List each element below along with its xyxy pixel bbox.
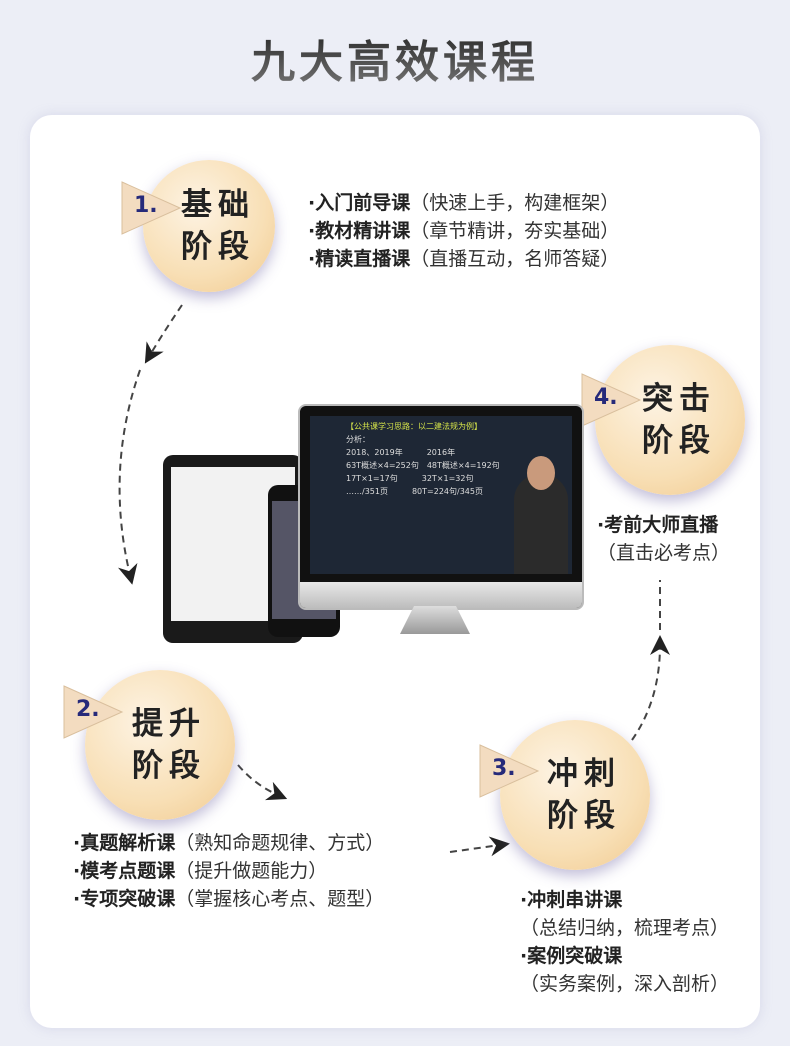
stage-2-number: 2.: [76, 697, 100, 722]
course-name: ·考前大师直播: [597, 514, 719, 536]
stage-1-circle: 基础 阶段: [143, 160, 275, 292]
course-desc: （总结归纳，梳理考点）: [520, 917, 730, 939]
screen-line: 2018、2019年 2016年: [346, 448, 456, 457]
monitor-screen: 【公共课学习思路：以二建法规为例】 分析： 2018、2019年 2016年 6…: [310, 416, 572, 574]
course-desc: （实务案例，深入剖析）: [520, 973, 730, 995]
screen-line: 分析：: [346, 435, 370, 444]
stage-4-circle: 突击 阶段: [595, 345, 745, 495]
screen-heading: 【公共课学习思路：以二建法规为例】: [346, 422, 482, 431]
course-desc: （熟知命题规律、方式）: [175, 832, 385, 854]
screen-line: ……/351页 80T=224句/345页: [346, 487, 483, 496]
course-desc: （提升做题能力）: [175, 860, 328, 882]
course-desc: （快速上手，构建框架）: [410, 192, 620, 214]
stage-3-courses: ·冲刺串讲课 （总结归纳，梳理考点） ·案例突破课 （实务案例，深入剖析）: [520, 886, 729, 998]
screen-line: 17T×1=17句 32T×1=32句: [346, 474, 474, 483]
stage-3-title: 冲刺: [547, 756, 621, 792]
stage-1-number: 1.: [134, 193, 158, 218]
stage-2-circle: 提升 阶段: [85, 670, 235, 820]
course-item: ·真题解析课（熟知命题规律、方式）: [73, 829, 384, 857]
desktop-monitor: 【公共课学习思路：以二建法规为例】 分析： 2018、2019年 2016年 6…: [298, 404, 584, 610]
course-name: ·入门前导课: [308, 192, 411, 214]
stage-2-courses: ·真题解析课（熟知命题规律、方式） ·模考点题课（提升做题能力） ·专项突破课（…: [73, 829, 384, 913]
triangle-badge-icon: [121, 181, 182, 235]
course-name: ·教材精讲课: [308, 220, 411, 242]
stage-4-subtitle: 阶段: [642, 423, 716, 459]
arrow-to-stage-2: [117, 369, 141, 585]
arrow-to-stage-3: [449, 836, 510, 857]
triangle-badge-icon: [581, 373, 642, 427]
course-name: ·冲刺串讲课: [520, 889, 623, 911]
course-item: ·专项突破课（掌握核心考点、题型）: [73, 885, 384, 913]
device-mockup: 【公共课学习思路：以二建法规为例】 分析： 2018、2019年 2016年 6…: [160, 400, 590, 650]
arrow-stage-2-to-text: [237, 764, 288, 801]
monitor-chin: [300, 582, 582, 608]
stage-1-courses: ·入门前导课（快速上手，构建框架） ·教材精讲课（章节精讲，夯实基础） ·精读直…: [308, 189, 619, 273]
course-desc: （直击必考点）: [597, 542, 731, 564]
stage-2-subtitle: 阶段: [132, 748, 206, 784]
course-name: ·案例突破课: [520, 945, 623, 967]
lecturer-image: [514, 474, 568, 574]
stage-4-title: 突击: [642, 381, 716, 417]
stage-1-subtitle: 阶段: [181, 229, 255, 265]
triangle-badge-icon: [63, 685, 124, 739]
stage-3-circle: 冲刺 阶段: [500, 720, 650, 870]
stage-4-courses: ·考前大师直播 （直击必考点）: [597, 511, 730, 567]
course-name: ·专项突破课: [73, 888, 176, 910]
triangle-badge-icon: [479, 744, 540, 798]
arrow-1-to-device: [144, 304, 183, 364]
monitor-stand: [400, 606, 470, 634]
arrow-stage-3-to-4: [631, 635, 670, 741]
course-desc: （直播互动，名师答疑）: [410, 248, 620, 270]
course-desc: （掌握核心考点、题型）: [175, 888, 385, 910]
course-item: ·精读直播课（直播互动，名师答疑）: [308, 245, 619, 273]
course-name: ·精读直播课: [308, 248, 411, 270]
stage-2-title: 提升: [132, 706, 206, 742]
page-title: 九大高效课程: [0, 26, 790, 90]
course-item: ·教材精讲课（章节精讲，夯实基础）: [308, 217, 619, 245]
stage-3-number: 3.: [492, 756, 516, 781]
stage-1-badge: 1.: [120, 180, 182, 236]
stage-4-number: 4.: [594, 385, 618, 410]
stage-3-badge: 3.: [478, 743, 540, 799]
stage-1-title: 基础: [181, 187, 255, 223]
stage-4-badge: 4.: [580, 372, 642, 428]
lecturer-head: [527, 456, 555, 490]
stage-2-badge: 2.: [62, 684, 124, 740]
screen-line: 63T概述×4=252句 48T概述×4=192句: [346, 461, 500, 470]
stage-3-subtitle: 阶段: [547, 798, 621, 834]
course-item: ·入门前导课（快速上手，构建框架）: [308, 189, 619, 217]
course-item: ·模考点题课（提升做题能力）: [73, 857, 384, 885]
course-name: ·模考点题课: [73, 860, 176, 882]
course-name: ·真题解析课: [73, 832, 176, 854]
course-desc: （章节精讲，夯实基础）: [410, 220, 620, 242]
